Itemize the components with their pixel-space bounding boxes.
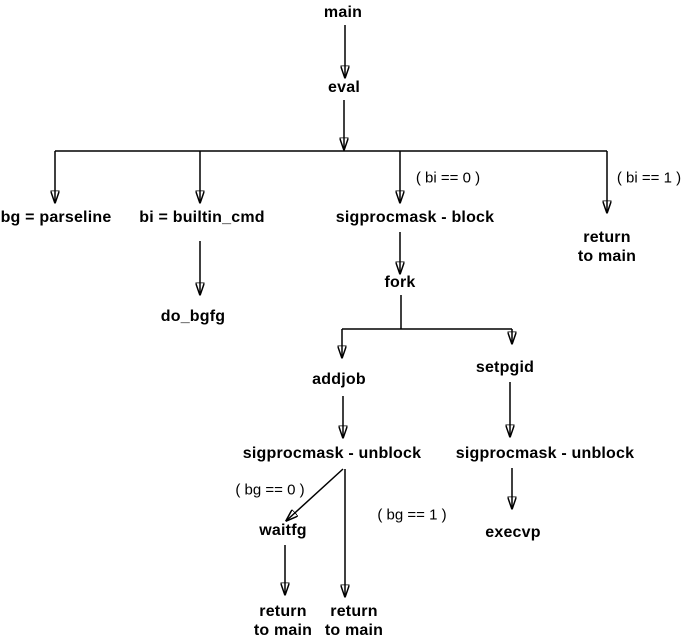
node-return-to-main-right: return to main	[578, 228, 636, 266]
return-line-1: return	[583, 229, 631, 246]
node-return-to-main-bottom-mid: return to main	[325, 602, 383, 640]
condition-bg-eq-1: ( bg == 1 )	[377, 506, 447, 524]
return-line-1: return	[330, 603, 378, 620]
node-main: main	[323, 4, 363, 21]
return-line-2: to main	[324, 622, 384, 639]
node-fork: fork	[384, 274, 416, 291]
node-sigprocmask-unblock-right: sigprocmask - unblock	[455, 445, 635, 462]
node-addjob: addjob	[312, 371, 366, 388]
node-do-bgfg: do_bgfg	[160, 308, 226, 325]
condition-bi-eq-0: ( bi == 0 )	[415, 169, 481, 187]
node-sigprocmask-block: sigprocmask - block	[335, 209, 495, 226]
condition-bg-eq-0: ( bg == 0 )	[235, 481, 305, 499]
condition-bi-eq-1: ( bi == 1 )	[616, 169, 681, 187]
node-bi-builtin-cmd: bi = builtin_cmd	[139, 209, 265, 226]
edge-sigprocmask-unblock-waitfg	[286, 468, 344, 521]
return-line-1: return	[259, 603, 307, 620]
return-line-2: to main	[577, 248, 637, 265]
node-execvp: execvp	[485, 524, 541, 541]
node-eval: eval	[328, 79, 360, 96]
node-sigprocmask-unblock-left: sigprocmask - unblock	[242, 445, 422, 462]
node-return-to-main-bottom-left: return to main	[254, 602, 312, 640]
return-line-2: to main	[253, 622, 313, 639]
node-bg-parseline: bg = parseline	[0, 209, 112, 226]
node-waitfg: waitfg	[259, 522, 307, 539]
node-setpgid: setpgid	[475, 359, 535, 376]
